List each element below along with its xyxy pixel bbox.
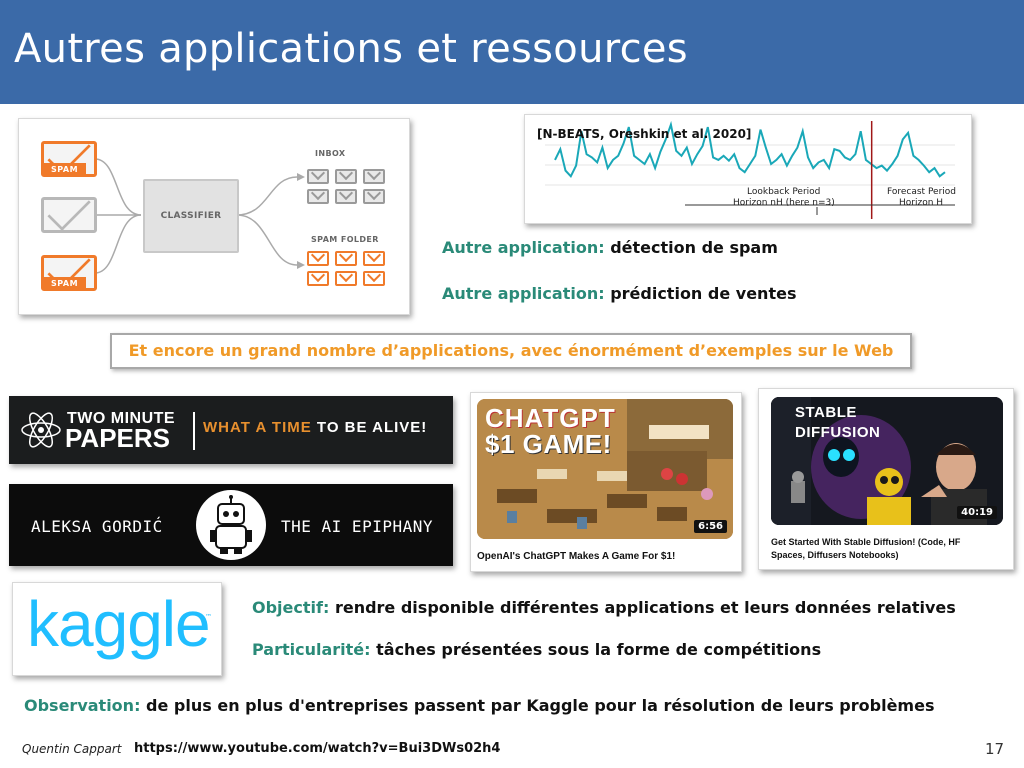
objective-key: Objectif: [252,598,330,617]
thumbnail-headline: STABLE DIFFUSION [795,403,880,443]
video-title-line-1[interactable]: Get Started With Stable Diffusion! (Code… [771,537,961,547]
objective-value: rendre disponible différentes applicatio… [334,598,956,617]
spam-folder-mail-icon [307,251,329,266]
spam-folder-mail-icon [363,251,385,266]
forecast-label: Forecast Period [887,187,957,197]
diagram-connectors [94,158,305,274]
inbox-mail-icon [335,169,357,184]
inbox-mail-icon [307,169,329,184]
inbox-mail-icon [363,169,385,184]
application-sales: Autre application: prédiction de ventes [442,284,796,303]
channel-name: THE AI EPIPHANY [281,517,433,536]
video-duration: 40:19 [957,506,997,519]
video-duration: 6:56 [694,520,727,533]
spam-folder-mail-icon [335,251,357,266]
atom-icon [21,412,61,448]
citation: [N-BEATS, Oreshkin et al. 2020] [537,127,752,141]
robot-avatar-icon [196,490,266,560]
chatgpt-video-card[interactable]: CHATGPT $1 GAME! 6:56 OpenAI's ChatGPT M… [470,392,742,572]
video-title-line-2[interactable]: Spaces, Diffusers Notebooks) [771,550,899,560]
slide-title: Autres applications et ressources [14,26,688,72]
classifier-box: CLASSIFIER [143,179,239,253]
inbox-mail-icon [307,189,329,204]
tagline-highlight: WHAT A TIME [203,419,312,436]
time-series-plot [545,120,955,219]
inbox-mail-icon [335,189,357,204]
tagline: WHAT A TIME TO BE ALIVE! [203,419,427,436]
lookback-horizon-label: Horizon nH (here n=3) [733,198,835,208]
divider [193,412,195,450]
spam-tag: SPAM [43,277,87,290]
mail-envelope-icon [41,197,97,233]
inbox-mail-icon [363,189,385,204]
stable-diffusion-video-card[interactable]: STABLE DIFFUSION 40:19 Get Started With … [758,388,1014,570]
video-thumbnail[interactable]: CHATGPT $1 GAME! 6:56 [477,399,733,539]
footer-url[interactable]: https://www.youtube.com/watch?v=Bui3DWs0… [134,741,501,756]
resources-banner: Et encore un grand nombre d’applications… [110,333,912,369]
spam-folder-mail-icon [363,271,385,286]
tagline-rest: TO BE ALIVE! [311,419,428,436]
spam-tag: SPAM [43,163,87,176]
app-value: prédiction de ventes [610,284,797,303]
app-key: Autre application: [442,284,605,303]
brand-bottom: PAPERS [65,423,170,453]
lookback-label: Lookback Period [747,187,821,197]
spam-folder-label: SPAM FOLDER [311,235,379,244]
series-line [554,120,946,179]
forecast-horizon-label: Horizon H [899,198,944,208]
app-value: détection de spam [610,238,778,257]
headline-line-2: DIFFUSION [795,424,881,441]
application-spam: Autre application: détection de spam [442,238,778,257]
observation-value: de plus en plus d'entreprises passent pa… [146,696,935,715]
spam-folder-mail-icon [335,271,357,286]
author-name: ALEKSA GORDIĆ [31,517,163,536]
thumbnail-subheadline: $1 GAME! [485,429,612,459]
brand-top: TWO MINUTE [67,410,176,427]
spam-classifier-diagram: SPAM SPAM CLASSIFIER INBOX SPAM FOLDER [18,118,410,315]
two-minute-papers-banner[interactable]: TWO MINUTE PAPERS WHAT A TIME TO BE ALIV… [9,396,453,464]
kaggle-logo-card[interactable]: kaggle ™ [12,582,222,676]
robots-illustration [771,397,1003,525]
trademark: ™ [205,613,212,621]
title-bar: Autres applications et ressources [0,0,1024,104]
kaggle-objective: Objectif: rendre disponible différentes … [252,598,956,617]
particularity-value: tâches présentées sous la forme de compé… [376,640,822,659]
game-scene-illustration [477,399,733,539]
kaggle-logo: kaggle [27,588,211,660]
headline-line-1: STABLE [795,404,857,421]
ai-epiphany-banner[interactable]: ALEKSA GORDIĆ THE AI EPIPHANY [9,484,453,566]
app-key: Autre application: [442,238,605,257]
nbeats-figure: [N-BEATS, Oreshkin et al. 2020] Lookback… [524,114,972,224]
observation: Observation: de plus en plus d'entrepris… [24,696,934,715]
inbox-label: INBOX [315,149,346,158]
page-number: 17 [985,740,1005,758]
spam-folder-mail-icon [307,271,329,286]
thumbnail-headline: CHATGPT [485,403,616,433]
kaggle-particularity: Particularité: tâches présentées sous la… [252,640,821,659]
footer-author: Quentin Cappart [22,742,122,756]
particularity-key: Particularité: [252,640,371,659]
video-title[interactable]: OpenAI's ChatGPT Makes A Game For $1! [477,551,676,562]
observation-key: Observation: [24,696,141,715]
video-thumbnail[interactable]: STABLE DIFFUSION 40:19 [771,397,1003,525]
